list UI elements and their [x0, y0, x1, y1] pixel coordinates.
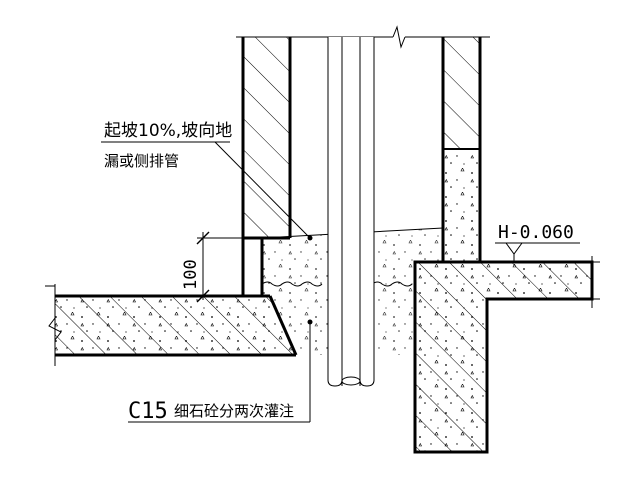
drain-pipe [327, 37, 375, 387]
slope-text-line1: 起坡10%,坡向地 [104, 121, 232, 141]
elevation-label: H-0.060 [498, 222, 574, 243]
right-wall-concrete [443, 149, 480, 262]
fill-desc-label: 细石砼分两次灌注 [174, 402, 294, 420]
fill-grade-label: C15 [128, 399, 168, 424]
left-floor-slab [45, 284, 298, 366]
fill-annotation: C15 细石砼分两次灌注 [128, 319, 313, 424]
slope-annotation: 起坡10%,坡向地 漏或侧排管 [101, 121, 313, 241]
slope-text-line2: 漏或侧排管 [104, 152, 179, 170]
dimension-100: 100 [181, 231, 250, 303]
dimension-label: 100 [181, 259, 201, 290]
right-floor-slab [413, 256, 600, 454]
elevation-marker: H-0.060 [495, 222, 580, 262]
